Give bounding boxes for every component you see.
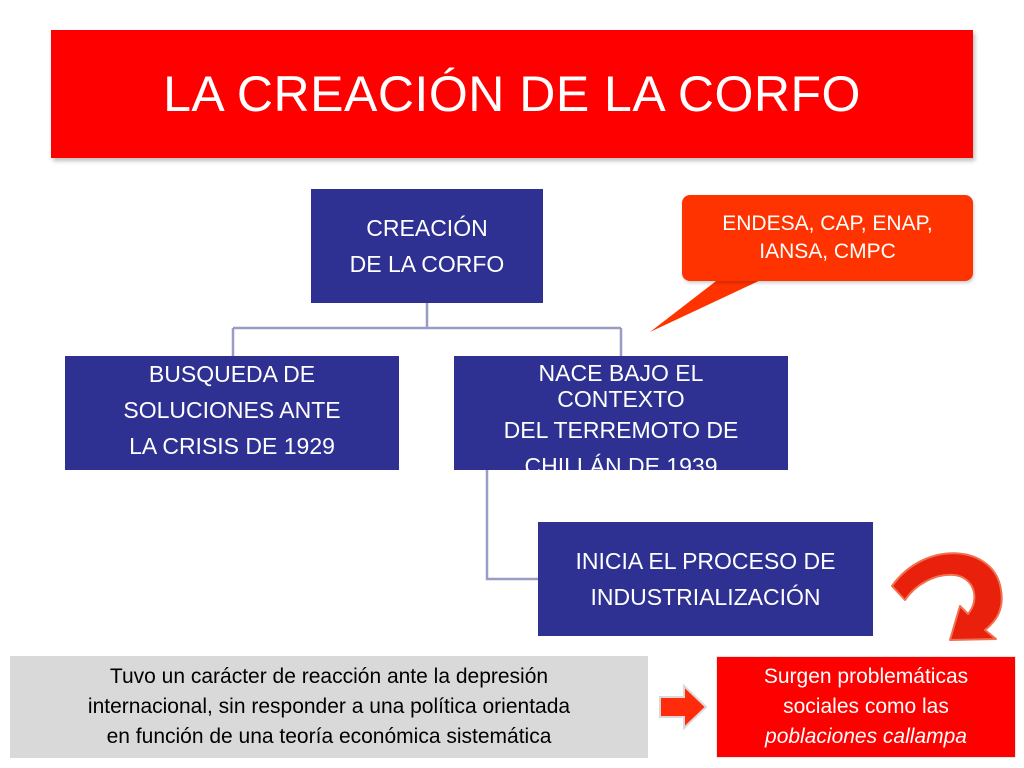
node-industrializacion: INICIA EL PROCESO DE INDUSTRIALIZACIÓN [538, 522, 873, 636]
info-text: Surgen problemáticas [763, 665, 969, 688]
node-terremoto-chillan: NACE BAJO EL CONTEXTO DEL TERREMOTO DE C… [454, 356, 788, 470]
right-arrow-icon [659, 683, 708, 731]
info-text: internacional, sin responder a una polít… [87, 695, 571, 718]
node-text: LA CRISIS DE 1929 [129, 433, 335, 459]
node-text: CREACIÓN [366, 215, 488, 241]
node-creacion-corfo: CREACIÓN DE LA CORFO [311, 189, 543, 303]
info-text: Tuvo un carácter de reacción ante la dep… [109, 665, 549, 688]
info-text: en función de una teoría económica siste… [106, 725, 552, 748]
info-box-reaccion: Tuvo un carácter de reacción ante la dep… [10, 656, 648, 758]
slide-title: LA CREACIÓN DE LA CORFO [163, 66, 861, 122]
connector-child [485, 470, 538, 581]
callout-text: IANSA, CMPC [759, 240, 896, 263]
callout-companies: ENDESA, CAP, ENAP, IANSA, CMPC [682, 195, 973, 281]
node-busqueda-soluciones: BUSQUEDA DE SOLUCIONES ANTE LA CRISIS DE… [65, 356, 399, 470]
node-text: INDUSTRIALIZACIÓN [590, 584, 821, 610]
info-text-italic: poblaciones callampa [765, 725, 967, 748]
node-text: DE LA CORFO [349, 251, 505, 277]
node-text: DEL TERREMOTO DE [503, 417, 739, 443]
node-text: CHILLÁN DE 1939 [524, 453, 718, 470]
node-text: CONTEXTO [557, 386, 685, 412]
callout-text: ENDESA, CAP, ENAP, [722, 212, 933, 235]
title-bar: LA CREACIÓN DE LA CORFO [51, 30, 973, 158]
node-text-wrap: BUSQUEDA DE SOLUCIONES ANTE LA CRISIS DE… [123, 356, 340, 464]
curved-arrow-icon [891, 552, 1003, 641]
info-box-problematicas: Surgen problemáticas sociales como las p… [716, 656, 1016, 758]
node-text-wrap: NACE BAJO EL CONTEXTO DEL TERREMOTO DE C… [504, 360, 739, 470]
node-text: SOLUCIONES ANTE [123, 397, 341, 423]
node-text: BUSQUEDA DE [148, 361, 316, 387]
tree-connectors [231, 303, 623, 581]
node-text: INICIA EL PROCESO DE [575, 548, 836, 574]
info-text: sociales como las [783, 695, 949, 718]
callout-pointer [650, 278, 765, 332]
node-text: NACE BAJO EL [538, 360, 704, 386]
